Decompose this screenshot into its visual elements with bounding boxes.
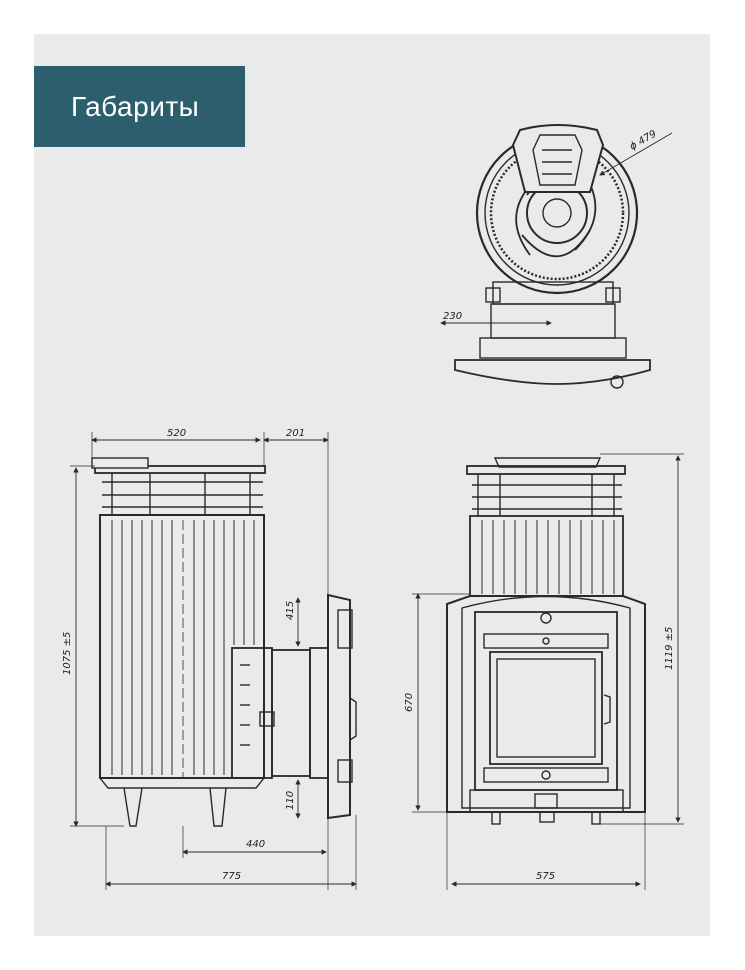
page-title: Габариты	[71, 90, 200, 122]
dim-top-width: 230	[443, 311, 462, 322]
dim-door-top: 415	[285, 601, 296, 620]
title-banner: Габариты	[34, 66, 245, 147]
side-view	[70, 432, 357, 890]
top-view	[440, 124, 673, 389]
dim-door-bottom: 110	[285, 791, 296, 810]
front-view	[412, 453, 684, 890]
dim-side-depth: 440	[246, 839, 265, 850]
dim-front-door: 670	[404, 693, 415, 712]
dim-front-width: 575	[536, 871, 555, 882]
dim-side-width: 520	[167, 428, 186, 439]
dim-top-diameter: ϕ 479	[628, 129, 659, 153]
dim-front-height: 1119 ±5	[664, 627, 675, 670]
dim-side-height: 1075 ±5	[62, 632, 73, 675]
dim-side-door: 201	[286, 428, 305, 439]
dim-side-total: 775	[222, 871, 241, 882]
